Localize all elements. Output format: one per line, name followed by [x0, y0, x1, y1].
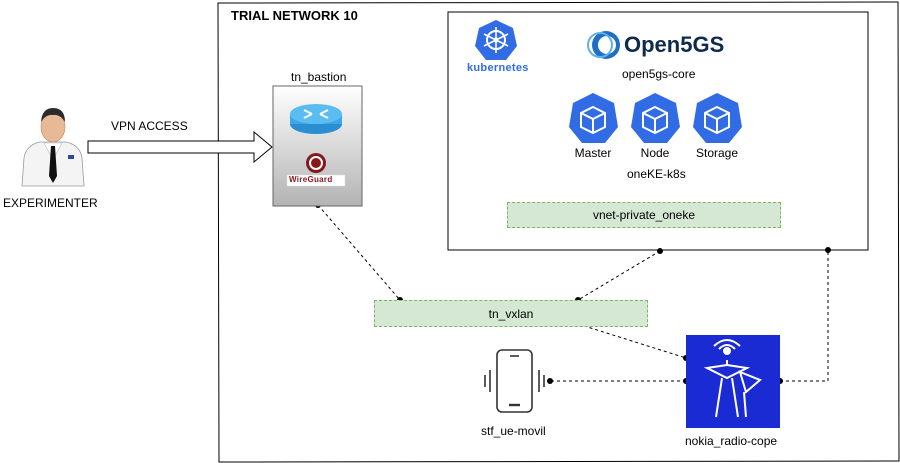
experimenter-label: EXPERIMENTER — [3, 196, 98, 210]
worker-node-icon — [631, 93, 680, 143]
storage-node-label: Storage — [695, 146, 739, 160]
bastion-box — [272, 85, 363, 207]
vnet-private-oneke-network: vnet-private_oneke — [507, 202, 781, 228]
vpn-arrow — [87, 130, 273, 164]
antenna-icon — [703, 339, 762, 418]
bastion-label: tn_bastion — [291, 70, 347, 84]
ue-label: stf_ue-movil — [481, 424, 546, 438]
wireguard-text: WireGuard — [289, 175, 333, 184]
tn-vxlan-network: tn_vxlan — [374, 300, 648, 327]
vnet-to-vxlan — [577, 250, 661, 301]
storage-node-icon — [693, 93, 742, 143]
kubernetes-icon — [475, 20, 517, 60]
mobile-phone-icon — [484, 349, 545, 413]
trial-network-title: TRIAL NETWORK 10 — [231, 8, 358, 23]
open5gs-label: open5gs-core — [622, 67, 696, 81]
trial-network-frame — [217, 1, 900, 463]
vnet-private-oneke-label: vnet-private_oneke — [592, 208, 696, 222]
radio-label: nokia_radio-cope — [685, 434, 778, 448]
master-node-icon — [569, 93, 618, 143]
router-icon — [290, 104, 342, 134]
vxlan-to-radio — [577, 323, 687, 359]
experimenter-icon — [21, 108, 85, 187]
worker-node-label: Node — [640, 146, 670, 160]
open5gs-icon — [587, 31, 620, 59]
radio-to-cluster — [780, 250, 829, 382]
vpn-access-label: VPN ACCESS — [111, 119, 188, 133]
master-node-label: Master — [574, 146, 612, 160]
connectors — [317, 204, 829, 382]
open5gs-logo-text: Open5GS — [624, 32, 725, 57]
tn-vxlan-label: tn_vxlan — [488, 306, 534, 321]
wireguard-icon — [286, 153, 346, 187]
bastion-to-vxlan — [317, 204, 401, 301]
kubernetes-label: kubernetes — [467, 62, 529, 74]
oneke-label: oneKE-k8s — [627, 167, 686, 181]
